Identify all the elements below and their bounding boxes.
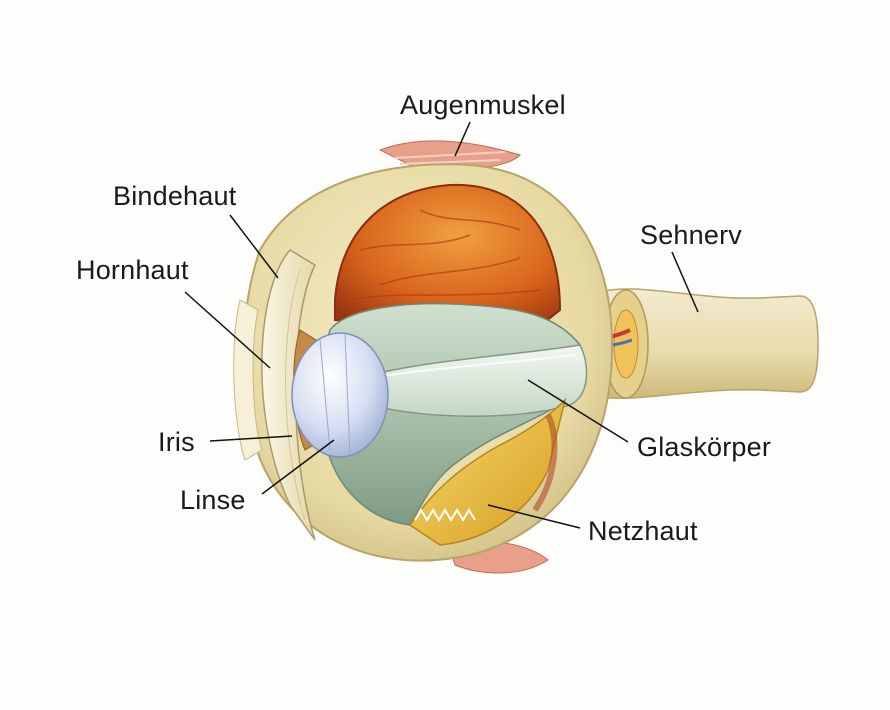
leader-bindehaut (229, 214, 279, 279)
lens (291, 332, 389, 458)
leader-glaskoerper (527, 379, 629, 443)
label-linse: Linse (180, 485, 246, 515)
label-sehnerv: Sehnerv (640, 220, 742, 250)
retina (408, 397, 567, 546)
label-iris: Iris (158, 427, 195, 457)
label-hornhaut: Hornhaut (76, 255, 189, 285)
choroid (334, 183, 562, 332)
label-bindehaut: Bindehaut (113, 181, 237, 211)
vitreous-body (320, 302, 588, 526)
leader-hornhaut (184, 291, 271, 369)
label-netzhaut: Netzhaut (588, 516, 698, 546)
eye-muscle (378, 140, 549, 574)
leader-augenmuskel (454, 121, 471, 157)
leader-sehnerv (671, 251, 699, 313)
leader-iris (209, 435, 293, 442)
label-glaskoerper: Glaskörper (637, 432, 772, 462)
cornea (233, 249, 316, 541)
label-augenmuskel: Augenmuskel (400, 90, 566, 120)
leader-netzhaut (487, 504, 581, 529)
leader-linse (261, 439, 335, 495)
